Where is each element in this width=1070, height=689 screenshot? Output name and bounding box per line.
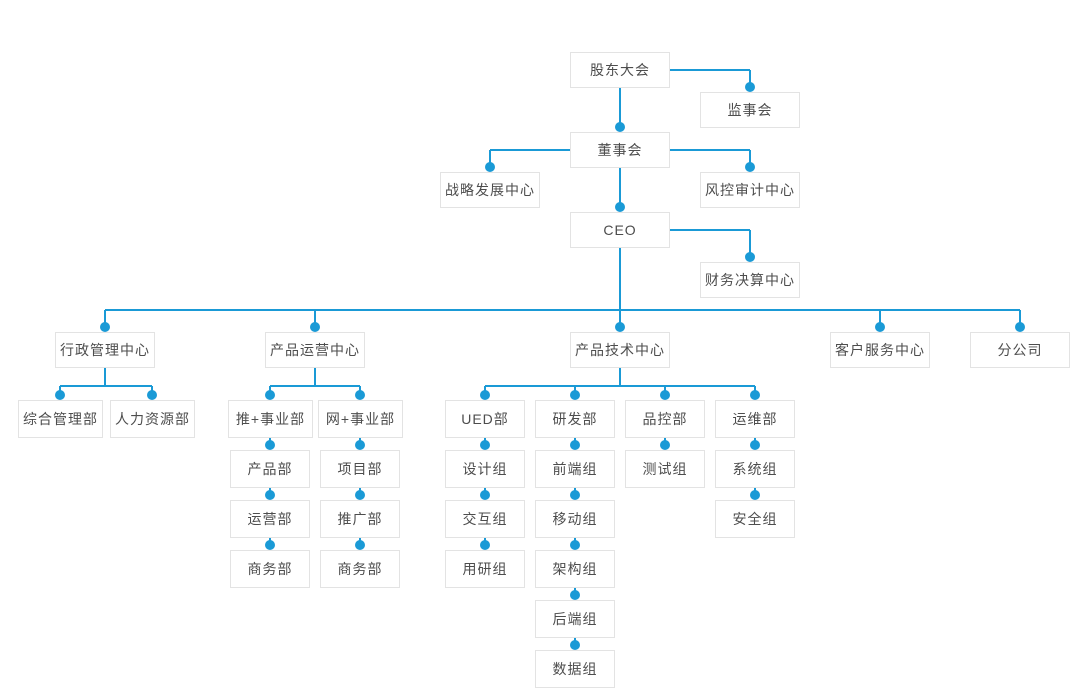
- connector-dot: [1015, 322, 1025, 332]
- connector-dot: [265, 540, 275, 550]
- org-node-user-research-group: 用研组: [445, 550, 525, 588]
- connector-dot: [570, 640, 580, 650]
- org-node-board-of-directors: 董事会: [570, 132, 670, 168]
- connector-dot: [355, 440, 365, 450]
- org-node-frontend-group: 前端组: [535, 450, 615, 488]
- connector-dot: [355, 540, 365, 550]
- org-node-ued-dept: UED部: [445, 400, 525, 438]
- org-node-ceo: CEO: [570, 212, 670, 248]
- connector-dot: [570, 490, 580, 500]
- connector-line: [670, 229, 750, 231]
- connector-dot: [485, 162, 495, 172]
- connector-dot: [750, 390, 760, 400]
- connector-dot: [147, 390, 157, 400]
- connector-dot: [570, 590, 580, 600]
- connector-line: [619, 88, 621, 127]
- org-node-data-group: 数据组: [535, 650, 615, 688]
- org-node-project-dept: 项目部: [320, 450, 400, 488]
- org-node-admin-center: 行政管理中心: [55, 332, 155, 368]
- connector-line: [60, 385, 152, 387]
- connector-line: [749, 150, 751, 167]
- connector-dot: [570, 390, 580, 400]
- connector-line: [1019, 310, 1021, 327]
- org-node-finance-center: 财务决算中心: [700, 262, 800, 298]
- org-node-operations-dept: 运营部: [230, 500, 310, 538]
- org-node-risk-audit-center: 风控审计中心: [700, 172, 800, 208]
- connector-line: [619, 248, 621, 327]
- connector-line: [314, 310, 316, 327]
- connector-line: [489, 150, 491, 167]
- org-node-promotion-dept: 推广部: [320, 500, 400, 538]
- connector-line: [104, 310, 106, 327]
- org-node-system-group: 系统组: [715, 450, 795, 488]
- org-node-supervisory-board: 监事会: [700, 92, 800, 128]
- connector-dot: [355, 390, 365, 400]
- org-node-interaction-group: 交互组: [445, 500, 525, 538]
- org-node-wang-division: 网+事业部: [318, 400, 403, 438]
- connector-line: [104, 368, 106, 386]
- connector-dot: [100, 322, 110, 332]
- org-node-tui-division: 推+事业部: [228, 400, 313, 438]
- org-node-mobile-group: 移动组: [535, 500, 615, 538]
- connector-line: [670, 149, 750, 151]
- connector-dot: [615, 122, 625, 132]
- org-node-tech-center: 产品技术中心: [570, 332, 670, 368]
- connector-line: [270, 385, 360, 387]
- org-node-testing-group: 测试组: [625, 450, 705, 488]
- connector-dot: [745, 162, 755, 172]
- connector-dot: [480, 490, 490, 500]
- org-node-strategy-center: 战略发展中心: [440, 172, 540, 208]
- connector-dot: [750, 490, 760, 500]
- org-node-om-dept: 运维部: [715, 400, 795, 438]
- connector-dot: [660, 390, 670, 400]
- connector-line: [749, 70, 751, 87]
- connector-line: [879, 310, 881, 327]
- org-node-business-dept-2: 商务部: [320, 550, 400, 588]
- org-node-service-center: 客户服务中心: [830, 332, 930, 368]
- org-node-qc-dept: 品控部: [625, 400, 705, 438]
- connector-dot: [875, 322, 885, 332]
- connector-dot: [570, 540, 580, 550]
- connector-dot: [615, 202, 625, 212]
- connector-dot: [745, 82, 755, 92]
- connector-dot: [355, 490, 365, 500]
- org-node-general-mgmt-dept: 综合管理部: [18, 400, 103, 438]
- connector-line: [314, 368, 316, 386]
- org-node-business-dept-1: 商务部: [230, 550, 310, 588]
- connector-dot: [265, 390, 275, 400]
- connector-dot: [265, 440, 275, 450]
- org-node-architecture-group: 架构组: [535, 550, 615, 588]
- org-node-ops-center: 产品运营中心: [265, 332, 365, 368]
- connector-dot: [745, 252, 755, 262]
- connector-dot: [570, 440, 580, 450]
- org-node-rd-dept: 研发部: [535, 400, 615, 438]
- connector-dot: [480, 440, 490, 450]
- connector-line: [670, 69, 750, 71]
- connector-dot: [615, 322, 625, 332]
- connector-dot: [750, 440, 760, 450]
- org-node-branch-company: 分公司: [970, 332, 1070, 368]
- org-node-design-group: 设计组: [445, 450, 525, 488]
- connector-dot: [55, 390, 65, 400]
- connector-dot: [480, 390, 490, 400]
- connector-line: [485, 385, 755, 387]
- org-node-product-dept: 产品部: [230, 450, 310, 488]
- connector-line: [490, 149, 570, 151]
- connector-dot: [660, 440, 670, 450]
- connector-line: [105, 309, 1020, 311]
- connector-dot: [480, 540, 490, 550]
- connector-line: [619, 168, 621, 207]
- connector-dot: [310, 322, 320, 332]
- org-node-shareholders: 股东大会: [570, 52, 670, 88]
- connector-line: [749, 230, 751, 257]
- org-node-backend-group: 后端组: [535, 600, 615, 638]
- connector-dot: [265, 490, 275, 500]
- connector-line: [619, 368, 621, 386]
- org-node-hr-dept: 人力资源部: [110, 400, 195, 438]
- org-node-security-group: 安全组: [715, 500, 795, 538]
